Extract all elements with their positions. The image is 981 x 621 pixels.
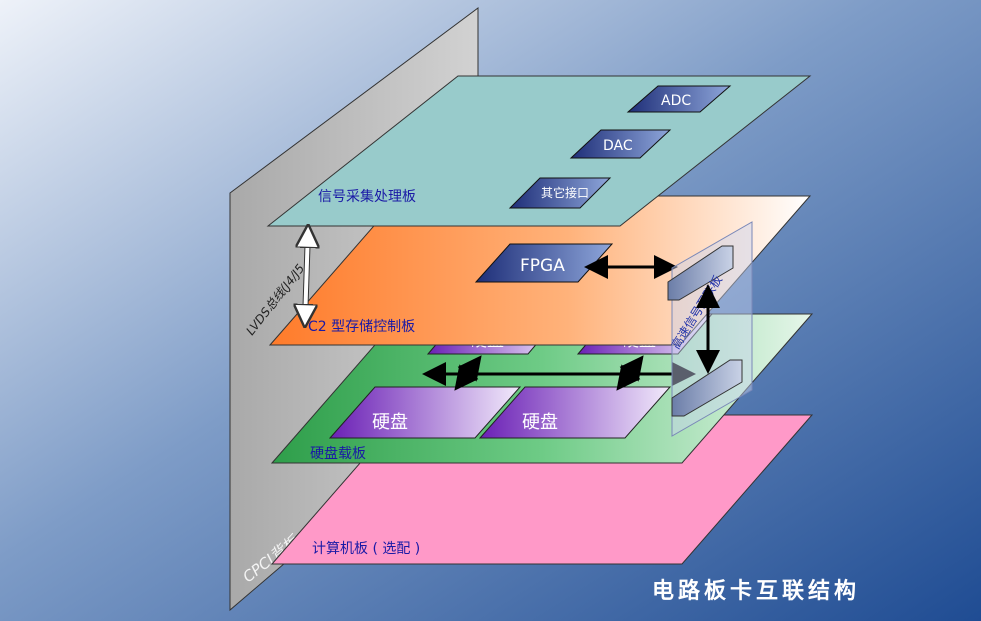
dac-chip — [569, 129, 672, 159]
other-io-chip — [508, 177, 612, 209]
dac-label: DAC — [603, 138, 633, 154]
lvds-bus-arrow — [305, 230, 308, 322]
signal-processing-board — [266, 75, 812, 227]
compute-board-label: 计算机板 ( 选配 ) — [312, 541, 420, 557]
adc-label: ADC — [661, 93, 691, 109]
disk-front-left — [328, 386, 522, 439]
other-io-label: 其它接口 — [541, 185, 589, 200]
disk-front-left-label: 硬盘 — [372, 412, 408, 433]
fpga-chip — [474, 243, 614, 283]
disk-front-right-label: 硬盘 — [522, 412, 558, 433]
disk-board-label: 硬盘载板 — [310, 445, 366, 462]
upper-connector — [667, 245, 734, 301]
fpga-label: FPGA — [520, 256, 565, 276]
lower-connector — [671, 359, 743, 417]
disk-left-link-arrow — [454, 355, 482, 391]
disk-front-right — [478, 386, 672, 439]
disk-right-link-arrow — [616, 355, 644, 391]
adc-chip — [626, 85, 732, 113]
diagram-title: 电路板卡互联结构 — [652, 578, 860, 604]
storage-board-label: C2 型存储控制板 — [308, 319, 415, 335]
signal-board-label: 信号采集处理板 — [318, 188, 416, 205]
